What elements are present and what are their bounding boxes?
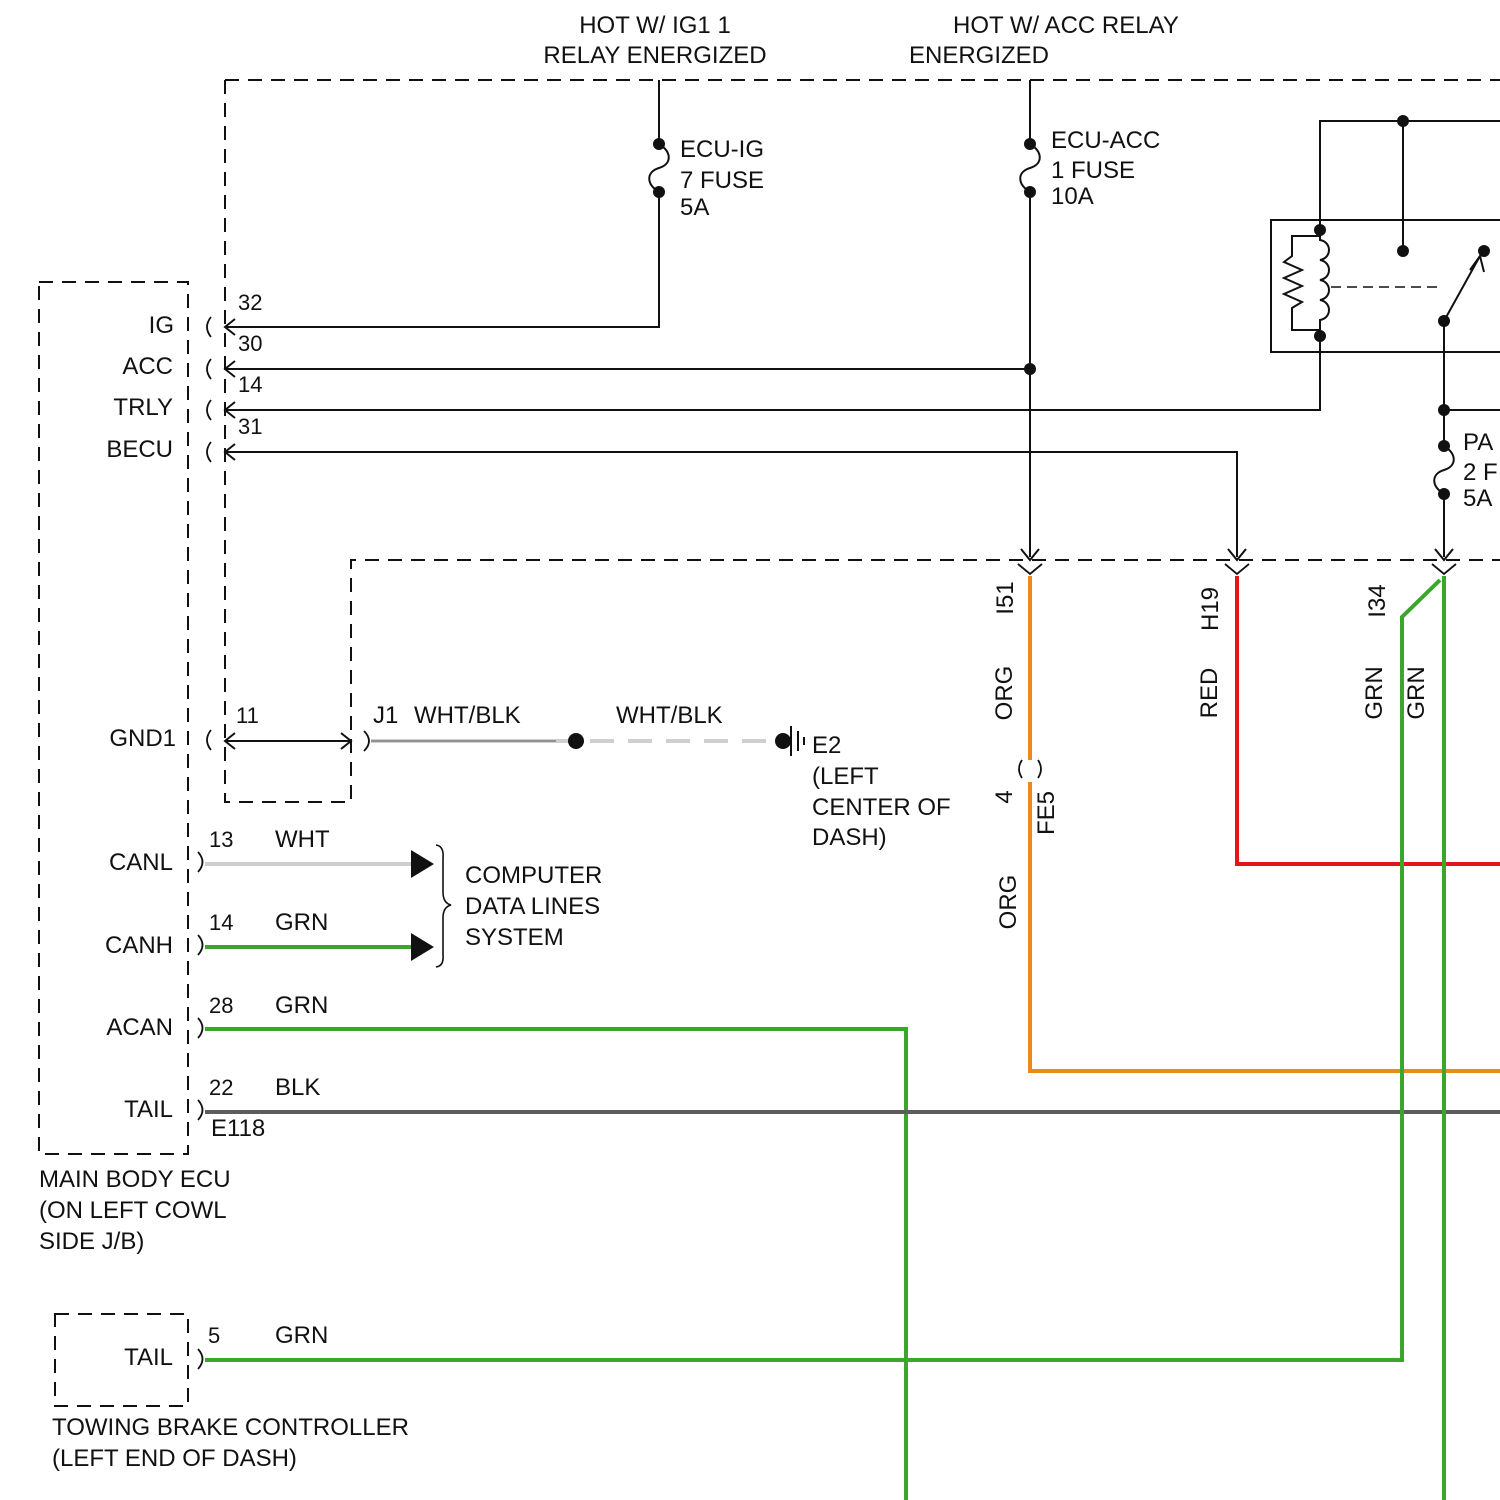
ecu-pin-name-trly: TRLY bbox=[113, 394, 173, 421]
ecu-pin-name-ig: IG bbox=[149, 312, 174, 339]
ecu-ig-fuse-name: ECU-IG bbox=[680, 136, 764, 163]
ground-icon bbox=[791, 726, 804, 756]
ig1-source-line1: HOT W/ IG1 1 bbox=[579, 12, 731, 39]
ecu-pin-name-acan: ACAN bbox=[106, 1014, 173, 1041]
canl-connector bbox=[198, 852, 203, 872]
j1-connector bbox=[364, 731, 369, 751]
ecu-pin-name-becu: BECU bbox=[106, 436, 173, 463]
fe5-wire-color: ORG bbox=[995, 875, 1022, 930]
ig1-source-line2: RELAY ENERGIZED bbox=[543, 42, 766, 69]
towing-wire-color: GRN bbox=[275, 1322, 328, 1349]
ecu-caption-line3: SIDE J/B) bbox=[39, 1228, 144, 1255]
ecu-ig-fuse bbox=[225, 80, 669, 327]
ecu-pin-number-gnd1: 11 bbox=[236, 703, 259, 728]
ground-wire-color-2: WHT/BLK bbox=[616, 702, 723, 729]
i34-wire-color-1: GRN bbox=[1361, 666, 1388, 719]
fe5-connector bbox=[1019, 760, 1041, 778]
ecu-connector-id: E118 bbox=[211, 1115, 265, 1142]
becu-wire bbox=[225, 452, 1237, 557]
ecu-acc-fuse-rating: 10A bbox=[1051, 183, 1094, 210]
ecu-pin-number-canh: 14 bbox=[209, 910, 233, 935]
ecu-pin-number-tail: 22 bbox=[209, 1075, 233, 1100]
data-lines-label-2: DATA LINES bbox=[465, 893, 600, 920]
ecu-pin-number-becu: 31 bbox=[238, 414, 262, 439]
h19-wire-color: RED bbox=[1196, 668, 1223, 719]
acc-connector bbox=[207, 359, 211, 379]
i34-id: I34 bbox=[1364, 584, 1391, 617]
i34-wire-color-2: GRN bbox=[1403, 666, 1430, 719]
canh-connector bbox=[198, 935, 203, 955]
ecu-acc-fuse-number: 1 FUSE bbox=[1051, 157, 1135, 184]
relay-switch-arm bbox=[1444, 256, 1480, 321]
orange-wire bbox=[1030, 576, 1500, 1071]
data-lines-brace bbox=[436, 845, 451, 967]
ground-location-line2: CENTER OF bbox=[812, 794, 951, 821]
ecu-ig-fuse-number: 7 FUSE bbox=[680, 167, 764, 194]
relay-coil-icon bbox=[1320, 230, 1329, 336]
acan-wire-color: GRN bbox=[275, 992, 328, 1019]
ecu-acc-fuse-name: ECU-ACC bbox=[1051, 127, 1160, 154]
ecu-caption-line1: MAIN BODY ECU bbox=[39, 1166, 231, 1193]
ground-wire-color-1: WHT/BLK bbox=[414, 702, 521, 729]
data-lines-label-3: SYSTEM bbox=[465, 924, 564, 951]
ecu-pin-number-acan: 28 bbox=[209, 993, 233, 1018]
ecu-pin-number-ig: 32 bbox=[238, 290, 262, 315]
trly-connector bbox=[207, 400, 211, 420]
ecu-pin-number-canl: 13 bbox=[209, 827, 233, 852]
canh-wire-color: GRN bbox=[275, 909, 328, 936]
towing-caption-line1: TOWING BRAKE CONTROLLER bbox=[52, 1414, 409, 1441]
towing-pin-number: 5 bbox=[208, 1323, 220, 1348]
gnd1-connector bbox=[207, 730, 211, 750]
ecu-pin-number-trly: 14 bbox=[238, 372, 262, 397]
tail-connector bbox=[198, 1100, 203, 1120]
data-lines-label-1: COMPUTER bbox=[465, 862, 602, 889]
ecu-ig-fuse-rating: 5A bbox=[680, 194, 709, 221]
relay-resistor-icon bbox=[1284, 236, 1320, 330]
ground-location-line1: (LEFT bbox=[812, 763, 879, 790]
canl-arrow bbox=[411, 850, 434, 878]
canh-arrow bbox=[411, 933, 434, 961]
ground-point-label: E2 bbox=[812, 732, 841, 759]
becu-connector bbox=[207, 442, 211, 462]
fe5-id: FE5 bbox=[1033, 791, 1060, 835]
ecu-pin-number-acc: 30 bbox=[238, 331, 262, 356]
acc-source-line2: ENERGIZED bbox=[909, 42, 1049, 69]
ecu-caption-line2: (ON LEFT COWL bbox=[39, 1197, 227, 1224]
towing-tail-connector bbox=[198, 1349, 203, 1369]
j1-label: J1 bbox=[373, 702, 398, 729]
relay bbox=[225, 115, 1500, 410]
ecu-pin-name-tail: TAIL bbox=[124, 1096, 173, 1123]
h19-id: H19 bbox=[1197, 587, 1224, 631]
towing-caption-line2: (LEFT END OF DASH) bbox=[52, 1445, 297, 1472]
panel-fuse-name: PA bbox=[1463, 429, 1493, 456]
towing-pin-name: TAIL bbox=[124, 1344, 173, 1371]
ground-location-line3: DASH) bbox=[812, 824, 887, 851]
panel-fuse-rating: 5A bbox=[1463, 485, 1492, 512]
tail-wire-color: BLK bbox=[275, 1074, 320, 1101]
ecu-pin-name-acc: ACC bbox=[122, 353, 173, 380]
ecu-pin-name-gnd1: GND1 bbox=[109, 725, 176, 752]
i51-id: I51 bbox=[992, 581, 1019, 614]
canl-wire-color: WHT bbox=[275, 826, 330, 853]
ecu-pin-name-canl: CANL bbox=[109, 849, 173, 876]
fe5-pin: 4 bbox=[991, 790, 1018, 803]
acan-connector bbox=[198, 1018, 203, 1038]
ecu-pin-name-canh: CANH bbox=[105, 932, 173, 959]
ecu-acc-fuse bbox=[225, 80, 1040, 557]
i51-wire-color: ORG bbox=[991, 666, 1018, 721]
ig-connector bbox=[207, 317, 211, 337]
acc-source-line1: HOT W/ ACC RELAY bbox=[953, 12, 1179, 39]
panel-fuse-number: 2 F bbox=[1463, 459, 1498, 486]
green-wire-branch bbox=[205, 580, 1440, 1360]
junction-block-boundary-left bbox=[225, 80, 1500, 802]
